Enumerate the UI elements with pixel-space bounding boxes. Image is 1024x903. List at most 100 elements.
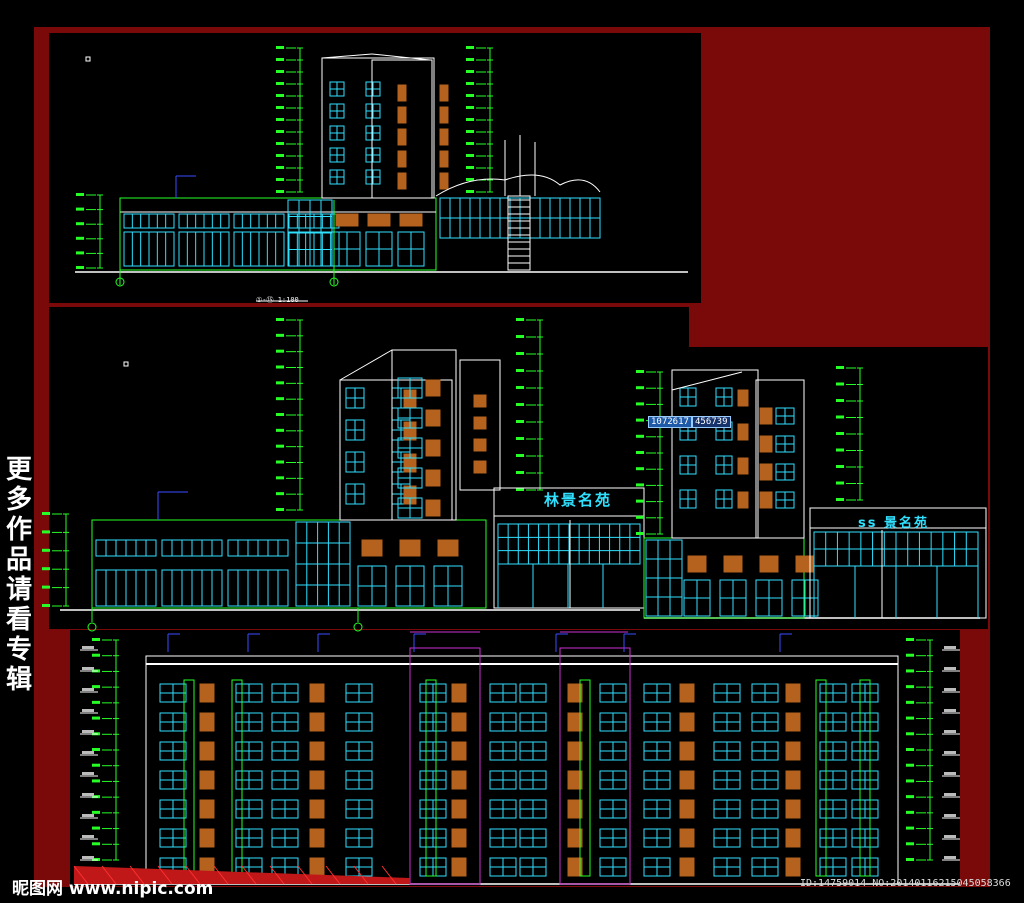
dimension-tick-label — [276, 94, 284, 97]
caption-char: 看 — [6, 605, 33, 635]
cad-line — [129, 865, 145, 885]
dimension-tick-label — [276, 178, 284, 181]
dimension-tick-label — [906, 842, 914, 846]
balcony-door — [309, 741, 325, 761]
balcony-door — [309, 770, 325, 790]
balcony-door — [567, 828, 583, 848]
caption-char: 作 — [6, 515, 33, 545]
dimension-tick-label — [636, 402, 644, 406]
dimension-tick-label — [836, 399, 844, 402]
dimension-tick-label — [466, 46, 474, 49]
balcony-door — [759, 407, 773, 425]
balcony-door — [473, 438, 487, 452]
balcony-door — [737, 389, 749, 407]
balcony-door — [785, 770, 801, 790]
level-label — [944, 667, 956, 670]
dimension-tick-label — [516, 437, 524, 440]
dimension-tick-label — [92, 810, 100, 814]
cad-line — [297, 865, 313, 885]
balcony-door — [785, 741, 801, 761]
dimension-tick-label — [276, 365, 284, 369]
level-label — [944, 793, 956, 796]
level-label — [82, 856, 94, 859]
balcony-door — [397, 172, 407, 190]
cad-outline — [507, 195, 531, 271]
dimension-tick-label — [906, 685, 914, 689]
dimension-tick-label — [906, 795, 914, 799]
cad-line — [241, 865, 257, 885]
dimension-tick-label — [636, 451, 644, 454]
small-marker — [123, 361, 129, 367]
axis-marker — [353, 622, 363, 632]
dimension-tick-label — [466, 190, 474, 193]
cad-line — [321, 53, 373, 59]
dimension-tick-label — [906, 732, 914, 736]
dimension-tick-label — [466, 142, 474, 145]
dimension-tick-label — [42, 585, 50, 589]
drawing-scale-label: ①-⑮ 1:100 — [256, 296, 299, 304]
balcony-door — [795, 555, 815, 573]
dimension-tick-label — [276, 476, 284, 480]
balcony-door — [785, 828, 801, 848]
dimension-tick-label — [836, 382, 844, 386]
dimension-tick-label — [92, 716, 100, 720]
level-label — [944, 856, 956, 859]
level-label — [82, 793, 94, 796]
dimension-tick-label — [276, 492, 284, 496]
balcony-door — [473, 460, 487, 474]
level-label — [82, 751, 94, 754]
balcony-door — [309, 683, 325, 703]
dimension-tick-label — [276, 349, 284, 353]
dimension-tick-label — [466, 118, 474, 121]
cad-outline — [371, 59, 433, 199]
dimension-tick-label — [516, 386, 524, 389]
caption-char: 更 — [6, 455, 33, 485]
axis-marker — [115, 277, 125, 287]
axis-marker — [87, 622, 97, 632]
dimension-tick-label — [276, 46, 284, 49]
balcony-door — [425, 409, 441, 427]
balcony-door — [679, 741, 695, 761]
dimension-tick-label — [276, 106, 284, 109]
balcony-door — [199, 770, 215, 790]
balcony-door — [679, 828, 695, 848]
cad-line — [73, 865, 89, 885]
cad-outline — [119, 197, 437, 271]
small-marker — [85, 56, 91, 62]
dimension-tick-label — [42, 530, 50, 534]
coordinate-x-readout: 1072617 — [648, 416, 692, 428]
balcony-door — [399, 539, 421, 557]
caption-char: 专 — [6, 635, 33, 665]
balcony-door — [309, 828, 325, 848]
dimension-tick-label — [906, 653, 914, 657]
dimension-tick-label — [636, 532, 644, 535]
dimension-tick-label — [836, 448, 844, 452]
dimension-tick-label — [276, 130, 284, 133]
dimension-tick-label — [276, 508, 284, 511]
dimension-tick-label — [276, 333, 284, 337]
dimension-tick-label — [466, 154, 474, 157]
cad-outline — [91, 519, 487, 609]
balcony-door — [785, 683, 801, 703]
cad-outline — [425, 679, 437, 877]
level-label — [944, 688, 956, 691]
balcony-door — [451, 683, 467, 703]
dimension-tick-label — [76, 193, 84, 196]
cad-line — [157, 865, 173, 885]
dimension-tick-label — [92, 638, 100, 641]
dimension-tick-label — [836, 366, 844, 369]
dimension-tick-label — [836, 415, 844, 419]
dimension-tick-label — [76, 207, 84, 211]
balcony-door — [737, 491, 749, 509]
caption-char: 多 — [6, 485, 33, 515]
dimension-tick-label — [516, 318, 524, 321]
balcony-door — [567, 857, 583, 877]
elevation-panel-4 — [70, 630, 960, 886]
level-label — [82, 688, 94, 691]
level-label — [944, 709, 956, 712]
balcony-door — [759, 435, 773, 453]
dimension-tick-label — [76, 222, 84, 226]
balcony-door — [397, 106, 407, 124]
balcony-door — [425, 379, 441, 397]
dimension-tick-label — [76, 266, 84, 269]
